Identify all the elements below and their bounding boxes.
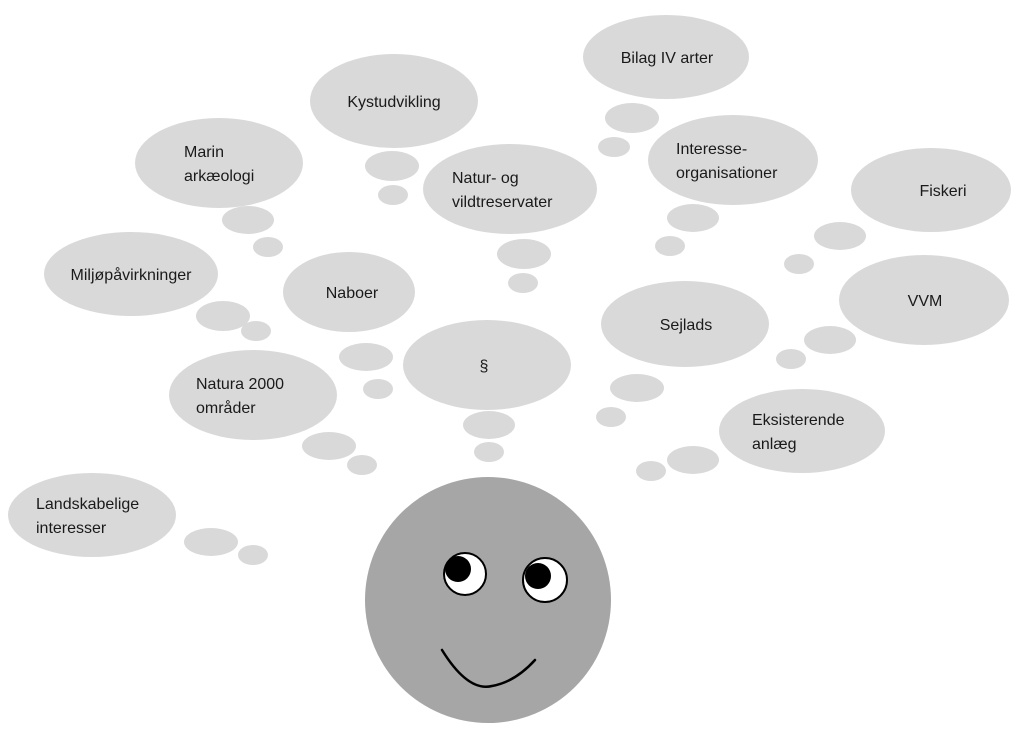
bubble-shape [648,115,818,205]
bubble-label-line: Landskabelige [36,496,139,513]
bubble-shape [8,473,176,557]
kystudvikling-trail-dot-1 [365,151,419,181]
marin-arkaeologi-trail-dot-2 [253,237,283,257]
bubble-label-line: VVM [908,293,943,310]
bubble-label-line: organisationer [676,165,778,182]
paragraph-trail-dot-2 [474,442,504,462]
thought-bubble-eksisterende-anlaeg: Eksisterende anlæg [719,389,885,473]
bubble-shape [601,281,769,367]
thought-bubble-paragraph: § [403,320,571,410]
bubble-shape [135,118,303,208]
thought-bubble-marin-arkaeologi: Marin arkæologi [135,118,303,208]
bubble-label-line: Interesse- [676,141,747,158]
bubble-label-line: arkæologi [184,168,254,185]
thought-bubble-sejlads: Sejlads [601,281,769,367]
thought-bubble-bilag-iv-arter: Bilag IV arter [583,15,749,99]
natura-2000-trail-dot-2 [347,455,377,475]
bubble-label-line: Naboer [326,285,379,302]
naboer-trail-dot-2 [363,379,393,399]
fiskeri-trail-dot-2 [784,254,814,274]
bubble-shape [423,144,597,234]
vvm-trail-dot-2 [776,349,806,369]
vvm-trail-dot-1 [804,326,856,354]
face-circle [365,477,611,723]
landskabelige-interesser-trail-dot-2 [238,545,268,565]
miljopavirkninger-trail-dot-1 [196,301,250,331]
thought-trails [184,103,866,565]
bubble-label-line: områder [196,399,256,417]
bubble-label-line: Miljøpåvirkninger [71,266,193,284]
bilag-iv-arter-trail-dot-2 [598,137,630,157]
smile-mouth [440,648,537,688]
bubble-shape [851,148,1011,232]
bubble-shape [283,252,415,332]
bubble-label-line: Natura 2000 [196,376,284,393]
thought-bubble-natur-og-vildtreservater: Natur- og vildtreservater [423,144,597,234]
thought-bubble-natura-2000: Natura 2000 områder [169,350,337,440]
bubble-label-line: Kystudvikling [347,94,440,111]
bubble-label-line: Marin [184,144,224,161]
eksisterende-anlaeg-trail-dot-1 [667,446,719,474]
thought-bubble-vvm: VVM [839,255,1009,345]
bubble-label-line: anlæg [752,436,796,453]
right-eye-pupil [525,563,551,589]
bilag-iv-arter-trail-dot-1 [605,103,659,133]
bubble-shape [719,389,885,473]
landskabelige-interesser-trail-dot-1 [184,528,238,556]
natura-2000-trail-dot-1 [302,432,356,460]
bubble-shape [310,54,478,148]
bubble-label-line: Sejlads [660,317,712,334]
bubble-shape [839,255,1009,345]
bubble-label-line: Natur- og [452,170,519,187]
left-eye-pupil [445,556,471,582]
bubble-label-line: Bilag IV arter [621,50,714,67]
natur-og-vildtreservater-trail-dot-1 [497,239,551,269]
bubble-shape [44,232,218,316]
bubble-label-line: § [480,358,489,375]
thought-bubble-miljopavirkninger: Miljøpåvirkninger [44,232,218,316]
thought-bubble-landskabelige-interesser: Landskabelige interesser [8,473,176,557]
miljopavirkninger-trail-dot-2 [241,321,271,341]
thought-bubble-fiskeri: Fiskeri [851,148,1011,232]
smiley-face [365,477,611,723]
thought-bubble-kystudvikling: Kystudvikling [310,54,478,148]
bubble-shape [583,15,749,99]
bubble-label-line: Eksisterende [752,412,845,429]
sejlads-trail-dot-2 [596,407,626,427]
bubble-label-line: Fiskeri [919,183,966,200]
bubble-shape [403,320,571,410]
paragraph-trail-dot-1 [463,411,515,439]
sejlads-trail-dot-1 [610,374,664,402]
marin-arkaeologi-trail-dot-1 [222,206,274,234]
interesse-organisationer-trail-dot-2 [655,236,685,256]
kystudvikling-trail-dot-2 [378,185,408,205]
interesse-organisationer-trail-dot-1 [667,204,719,232]
fiskeri-trail-dot-1 [814,222,866,250]
bubble-shape [169,350,337,440]
naboer-trail-dot-1 [339,343,393,371]
eksisterende-anlaeg-trail-dot-2 [636,461,666,481]
thought-bubble-naboer: Naboer [283,252,415,332]
bubble-label-line: interesser [36,520,107,537]
bubble-label-line: vildtreservater [452,194,553,211]
natur-og-vildtreservater-trail-dot-2 [508,273,538,293]
thought-bubble-interesse-organisationer: Interesse-organisationer [648,115,818,205]
